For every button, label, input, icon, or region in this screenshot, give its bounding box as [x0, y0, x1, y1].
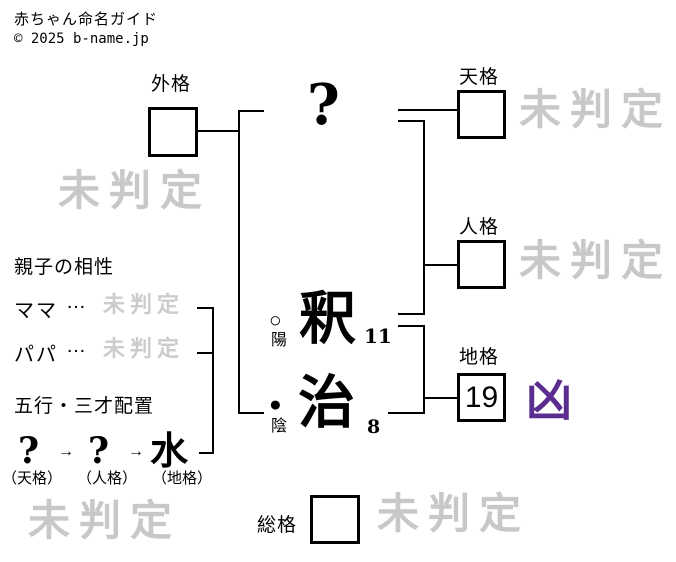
- line-left-bracket: [238, 110, 240, 414]
- line-chikaku-arm-bottom: [388, 412, 425, 414]
- line-jinkaku-arm-bottom: [398, 313, 425, 315]
- line-to-jinkaku: [423, 264, 457, 266]
- given-char-2-strokes: 8: [367, 416, 381, 438]
- line-compat-bracket: [212, 307, 214, 454]
- site-title: 赤ちゃん命名ガイド: [14, 11, 159, 28]
- jinkaku-status-watermark: 未判定: [519, 236, 673, 285]
- line-to-tenkaku: [398, 109, 457, 111]
- sotokaku-label: 外格: [151, 74, 192, 95]
- soukaku-label: 総格: [257, 515, 298, 536]
- line-left-arm-top: [238, 110, 264, 112]
- line-sotokaku-connector: [198, 130, 238, 132]
- gogyo-title: 五行・三才配置: [14, 396, 155, 417]
- line-chikaku-arm-top: [398, 325, 425, 327]
- yang-label: 陽: [271, 332, 288, 349]
- gogyo-tenkaku-element: ?: [18, 430, 40, 472]
- compat-row-mama-dots: …: [66, 291, 88, 313]
- yin-symbol: ●: [269, 393, 282, 416]
- jinkaku-label: 人格: [459, 217, 500, 238]
- line-jinkaku-arm-top: [398, 120, 425, 122]
- chikaku-status-kyo: 凶: [526, 373, 572, 427]
- line-compat-arm-gogyo: [199, 452, 213, 454]
- gogyo-status-watermark: 未判定: [28, 496, 182, 545]
- gogyo-paren-jinkaku: （人格）: [77, 470, 138, 487]
- soukaku-status-watermark: 未判定: [377, 489, 531, 538]
- gogyo-jinkaku-element: ?: [88, 430, 110, 472]
- chikaku-label: 地格: [459, 347, 500, 368]
- yin-label: 陰: [271, 418, 288, 435]
- gogyo-chikaku-element: 水: [150, 428, 189, 473]
- line-to-chikaku: [423, 397, 457, 399]
- given-char-1-strokes: 11: [364, 324, 392, 348]
- jinkaku-box: [457, 240, 506, 289]
- given-char-1: 釈: [299, 285, 356, 352]
- compat-title: 親子の相性: [14, 257, 115, 278]
- soukaku-box: [310, 495, 360, 544]
- tenkaku-label: 天格: [459, 67, 500, 88]
- line-chikaku-bracket: [423, 325, 425, 414]
- line-compat-arm-papa: [197, 352, 213, 354]
- line-jinkaku-bracket: [423, 120, 425, 315]
- arrow-right-icon: →: [58, 443, 74, 460]
- tenkaku-status-watermark: 未判定: [519, 85, 673, 134]
- gogyo-paren-tenkaku: （天格）: [2, 470, 63, 487]
- line-left-arm-bottom: [238, 412, 264, 414]
- sotokaku-status-watermark: 未判定: [58, 166, 212, 215]
- compat-row-mama-status: 未判定: [103, 292, 185, 318]
- compat-row-papa-label: パパ: [14, 344, 58, 366]
- given-char-2: 治: [298, 369, 355, 436]
- compat-row-papa-dots: …: [66, 335, 88, 357]
- tenkaku-box: [457, 90, 506, 139]
- sotokaku-box: [148, 107, 198, 157]
- line-compat-arm-mama: [197, 307, 213, 309]
- surname-unknown-char: ?: [307, 72, 340, 138]
- copyright-text: © 2025 b-name.jp: [14, 31, 149, 47]
- compat-row-papa-status: 未判定: [103, 336, 185, 362]
- yang-symbol: ○: [269, 309, 282, 332]
- compat-row-mama-label: ママ: [14, 300, 58, 322]
- arrow-right-icon: →: [128, 443, 144, 460]
- gogyo-paren-chikaku: （地格）: [152, 470, 213, 487]
- chikaku-box: 19: [457, 373, 506, 422]
